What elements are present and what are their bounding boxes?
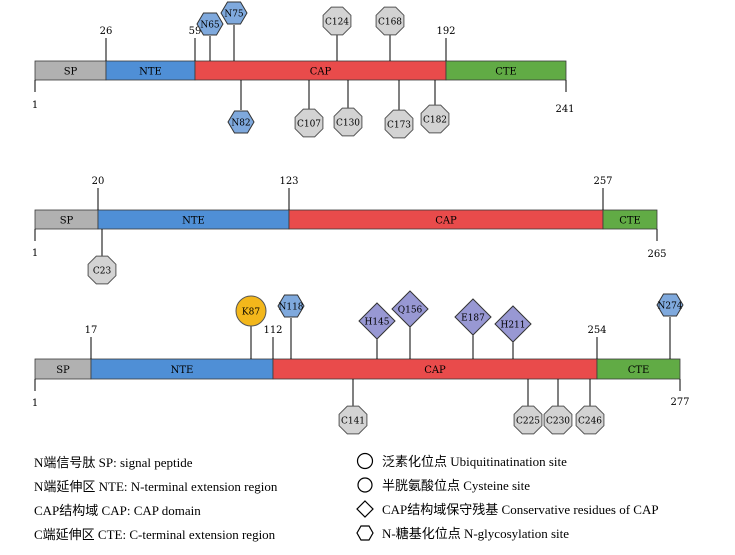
legend-cysteine-label: 半胱氨酸位点 Cysteine site bbox=[382, 478, 531, 493]
site-n82-label: N82 bbox=[231, 119, 250, 129]
site-e187-diamond bbox=[454, 298, 492, 336]
domain-cte-bar bbox=[596, 358, 681, 380]
circle-icon bbox=[357, 476, 373, 493]
domain-cap-label: CAP bbox=[424, 365, 446, 376]
site-n65-hexagon bbox=[196, 12, 224, 36]
domain-cap-label: CAP bbox=[310, 67, 332, 78]
legend: N端信号肽 SP: signal peptide N端延伸区 NTE: N-te… bbox=[0, 445, 735, 555]
site-c107-octagon bbox=[294, 108, 324, 138]
site-h211-diamond bbox=[494, 305, 532, 343]
site-n75-hexagon bbox=[220, 1, 248, 25]
domain-sp-label: SP bbox=[60, 216, 74, 227]
site-c230-octagon bbox=[543, 405, 573, 435]
site-h145-diamond bbox=[358, 302, 396, 340]
site-h145-label: H145 bbox=[364, 318, 389, 328]
domain-cte-bar bbox=[445, 60, 567, 81]
site-n274-label: N274 bbox=[657, 302, 682, 312]
legend-cysteine: 半胱氨酸位点 Cysteine site bbox=[356, 475, 530, 494]
legend-nte: N端延伸区 NTE: N-terminal extension region bbox=[34, 479, 278, 494]
legend-glycosylation: N-糖基化位点 N-glycosylation site bbox=[356, 523, 569, 542]
site-c225-label: C225 bbox=[516, 417, 540, 427]
site-c173-octagon bbox=[384, 109, 414, 139]
start-position-label: 1 bbox=[32, 100, 38, 111]
domain-sp-label: SP bbox=[64, 67, 78, 78]
boundary-label: 59 bbox=[189, 26, 202, 37]
boundary-label: 112 bbox=[263, 325, 282, 336]
site-k87-label: K87 bbox=[242, 308, 260, 318]
site-c230-label: C230 bbox=[546, 417, 570, 427]
domain-cte-label: CTE bbox=[628, 365, 650, 376]
domain-cte-bar bbox=[602, 209, 658, 230]
site-c141-octagon bbox=[338, 405, 368, 435]
site-c246-octagon bbox=[575, 405, 605, 435]
site-q156-label: Q156 bbox=[398, 306, 423, 316]
boundary-label: 20 bbox=[92, 176, 105, 187]
site-c23-octagon bbox=[87, 255, 117, 285]
boundary-label: 26 bbox=[100, 26, 113, 37]
boundary-label: 192 bbox=[436, 26, 455, 37]
site-c182-octagon bbox=[420, 104, 450, 134]
boundary-label: 257 bbox=[593, 176, 612, 187]
site-c182-label: C182 bbox=[423, 116, 447, 126]
site-c107-label: C107 bbox=[297, 120, 321, 130]
circle-icon bbox=[356, 452, 374, 469]
legend-conserved-label: CAP结构域保守残基 Conservative residues of CAP bbox=[382, 502, 659, 517]
site-n274-hexagon bbox=[656, 293, 684, 317]
site-e187-label: E187 bbox=[461, 314, 485, 324]
legend-ubiquitination: 泛素化位点 Ubiquitinatination site bbox=[356, 451, 567, 470]
length-label: 241 bbox=[555, 104, 574, 115]
legend-sp: N端信号肽 SP: signal peptide bbox=[34, 455, 193, 470]
diamond-icon bbox=[356, 499, 374, 518]
site-n118-hexagon bbox=[277, 294, 305, 318]
boundary-label: 254 bbox=[587, 325, 606, 336]
domain-nte-label: NTE bbox=[171, 365, 194, 376]
site-n65-label: N65 bbox=[200, 21, 220, 31]
legend-cte: C端延伸区 CTE: C-terminal extension region bbox=[34, 527, 276, 542]
site-n118-label: N118 bbox=[278, 303, 303, 313]
legend-cap: CAP结构域 CAP: CAP domain bbox=[34, 503, 201, 518]
hexagon-icon bbox=[356, 524, 374, 541]
boundary-label: 17 bbox=[85, 325, 98, 336]
site-c141-label: C141 bbox=[341, 417, 365, 427]
site-h211-label: H211 bbox=[500, 321, 525, 331]
domain-cte-label: CTE bbox=[495, 67, 517, 78]
site-c130-label: C130 bbox=[336, 119, 360, 129]
domain-cte-label: CTE bbox=[619, 216, 641, 227]
legend-ubiquitination-label: 泛素化位点 Ubiquitinatination site bbox=[382, 454, 567, 469]
site-c173-label: C173 bbox=[387, 121, 411, 131]
site-c168-octagon bbox=[375, 6, 405, 36]
site-c246-label: C246 bbox=[578, 417, 602, 427]
start-position-label: 1 bbox=[32, 248, 38, 259]
legend-conserved: CAP结构域保守残基 Conservative residues of CAP bbox=[356, 499, 659, 518]
domain-nte-label: NTE bbox=[182, 216, 205, 227]
site-c168-label: C168 bbox=[378, 18, 402, 28]
site-c124-label: C124 bbox=[325, 18, 349, 28]
boundary-label: 123 bbox=[279, 176, 298, 187]
domain-nte-label: NTE bbox=[139, 67, 162, 78]
length-label: 277 bbox=[670, 397, 689, 408]
domain-cap-label: CAP bbox=[435, 216, 457, 227]
site-c225-octagon bbox=[513, 405, 543, 435]
site-k87-circle bbox=[235, 295, 267, 327]
length-label: 265 bbox=[647, 249, 666, 260]
site-c23-label: C23 bbox=[93, 267, 112, 277]
domain-sp-label: SP bbox=[56, 365, 70, 376]
start-position-label: 1 bbox=[32, 398, 38, 409]
legend-glycosylation-label: N-糖基化位点 N-glycosylation site bbox=[382, 526, 570, 541]
site-q156-diamond bbox=[391, 290, 429, 328]
site-n82-hexagon bbox=[227, 110, 255, 134]
site-n75-label: N75 bbox=[224, 10, 244, 20]
site-c124-octagon bbox=[322, 6, 352, 36]
site-c130-octagon bbox=[333, 107, 363, 137]
